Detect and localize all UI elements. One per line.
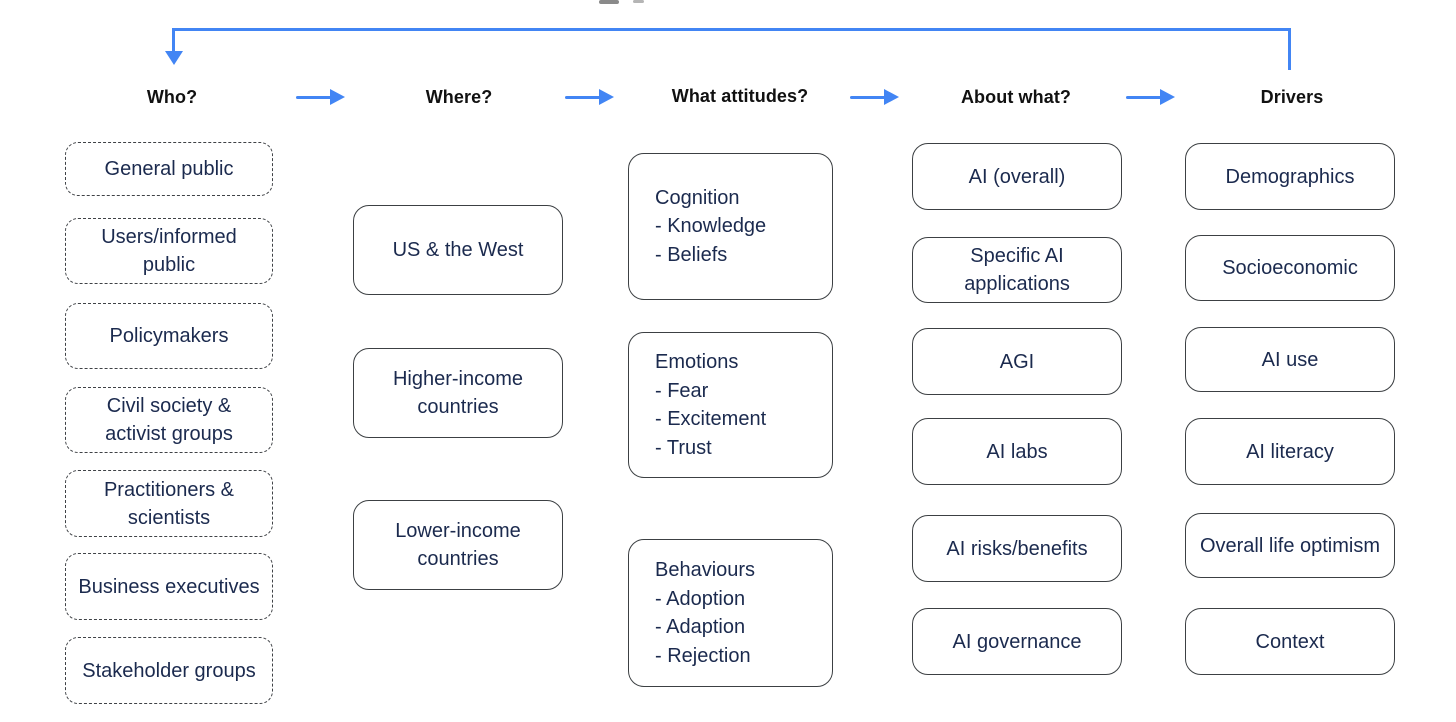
who-box: Policymakers <box>65 303 273 369</box>
drivers-box: Overall life optimism <box>1185 513 1395 578</box>
box-label: AI literacy <box>1246 440 1334 463</box>
box-text-line: - Adoption <box>655 587 746 610</box>
feedback-loop-right-vertical-line <box>1288 28 1291 70</box>
column-header-about-what: About what? <box>960 87 1072 107</box>
box-label: AI governance <box>952 630 1082 653</box>
box-label: AI risks/benefits <box>946 537 1088 560</box>
about-what-box: AGI <box>912 328 1122 395</box>
feedback-loop-horizontal-line <box>172 28 1291 31</box>
box-label: Demographics <box>1225 165 1355 188</box>
box-label: Overall life optimism <box>1199 534 1381 557</box>
box-label: AI use <box>1261 348 1319 371</box>
drivers-box: Context <box>1185 608 1395 675</box>
box-text-line: Cognition <box>655 186 740 209</box>
flow-arrow-right-icon <box>850 89 900 107</box>
box-label: Business executives <box>78 575 260 598</box>
column-header-where: Where? <box>425 87 493 107</box>
box-label: AGI <box>999 350 1035 373</box>
column-header-what-attitudes: What attitudes? <box>671 86 809 106</box>
drivers-box: AI literacy <box>1185 418 1395 485</box>
what-attitudes-box: Emotions - Fear - Excitement - Trust <box>628 332 833 478</box>
drivers-box: Demographics <box>1185 143 1395 210</box>
box-text-line: - Excitement <box>655 408 767 430</box>
box-label: Stakeholder groups <box>82 659 256 682</box>
about-what-box: Specific AI applications <box>912 237 1122 303</box>
arrow-head <box>1160 89 1175 105</box>
about-what-box: AI governance <box>912 608 1122 675</box>
feedback-loop-down-arrow-icon <box>165 51 183 65</box>
arrow-shaft <box>296 96 332 99</box>
arrow-shaft <box>565 96 601 99</box>
where-box: US & the West <box>353 205 563 295</box>
box-text-line: - Rejection <box>655 644 751 667</box>
box-text-line: - Fear <box>655 379 709 402</box>
drivers-box: AI use <box>1185 327 1395 392</box>
about-what-box: AI (overall) <box>912 143 1122 210</box>
box-label: Civil society & activist groups <box>105 395 233 445</box>
who-box: Practitioners & scientists <box>65 470 273 537</box>
box-label: Specific AI applications <box>964 245 1070 295</box>
box-label: Context <box>1255 630 1325 653</box>
where-box: Higher-income countries <box>353 348 563 438</box>
box-label: AI labs <box>986 440 1048 463</box>
about-what-box: AI labs <box>912 418 1122 485</box>
arrow-head <box>599 89 614 105</box>
who-box: Civil society & activist groups <box>65 387 273 453</box>
box-label: Policymakers <box>109 325 229 347</box>
box-text-line: Emotions <box>655 351 739 373</box>
box-text-line: - Trust <box>655 436 712 459</box>
box-label: Users/informed public <box>101 226 237 276</box>
flow-arrow-right-icon <box>1126 89 1176 107</box>
flow-arrow-right-icon <box>296 89 346 107</box>
about-what-box: AI risks/benefits <box>912 515 1122 582</box>
arrow-shaft <box>1126 96 1162 99</box>
box-text-line: Behaviours <box>655 559 756 581</box>
who-box: Business executives <box>65 553 273 620</box>
arrow-head <box>330 89 345 105</box>
feedback-loop-left-vertical-line <box>172 28 175 52</box>
box-label: US & the West <box>392 239 524 261</box>
who-box: General public <box>65 142 273 196</box>
column-header-who: Who? <box>146 87 198 107</box>
flow-arrow-right-icon <box>565 89 615 107</box>
where-box: Lower-income countries <box>353 500 563 590</box>
cropped-text-artifact <box>599 0 619 4</box>
box-label: Higher-income countries <box>392 368 524 418</box>
box-text-line: - Knowledge <box>655 215 767 238</box>
box-label: General public <box>104 158 234 180</box>
who-box: Stakeholder groups <box>65 637 273 704</box>
cropped-text-artifact <box>633 0 644 3</box>
column-header-drivers: Drivers <box>1260 87 1324 107</box>
box-text-line: - Adaption <box>655 616 746 638</box>
what-attitudes-box: Behaviours - Adoption - Adaption - Rejectio… <box>628 539 833 687</box>
what-attitudes-box: Cognition - Knowledge - Beliefs <box>628 153 833 300</box>
arrow-head <box>884 89 899 105</box>
box-label: AI (overall) <box>968 165 1066 188</box>
box-label: Practitioners & scientists <box>103 478 235 529</box>
box-text-line: - Beliefs <box>655 243 728 266</box>
box-label: Socioeconomic <box>1222 257 1358 279</box>
arrow-shaft <box>850 96 886 99</box>
drivers-box: Socioeconomic <box>1185 235 1395 301</box>
box-label: Lower-income countries <box>395 520 521 570</box>
who-box: Users/informed public <box>65 218 273 284</box>
